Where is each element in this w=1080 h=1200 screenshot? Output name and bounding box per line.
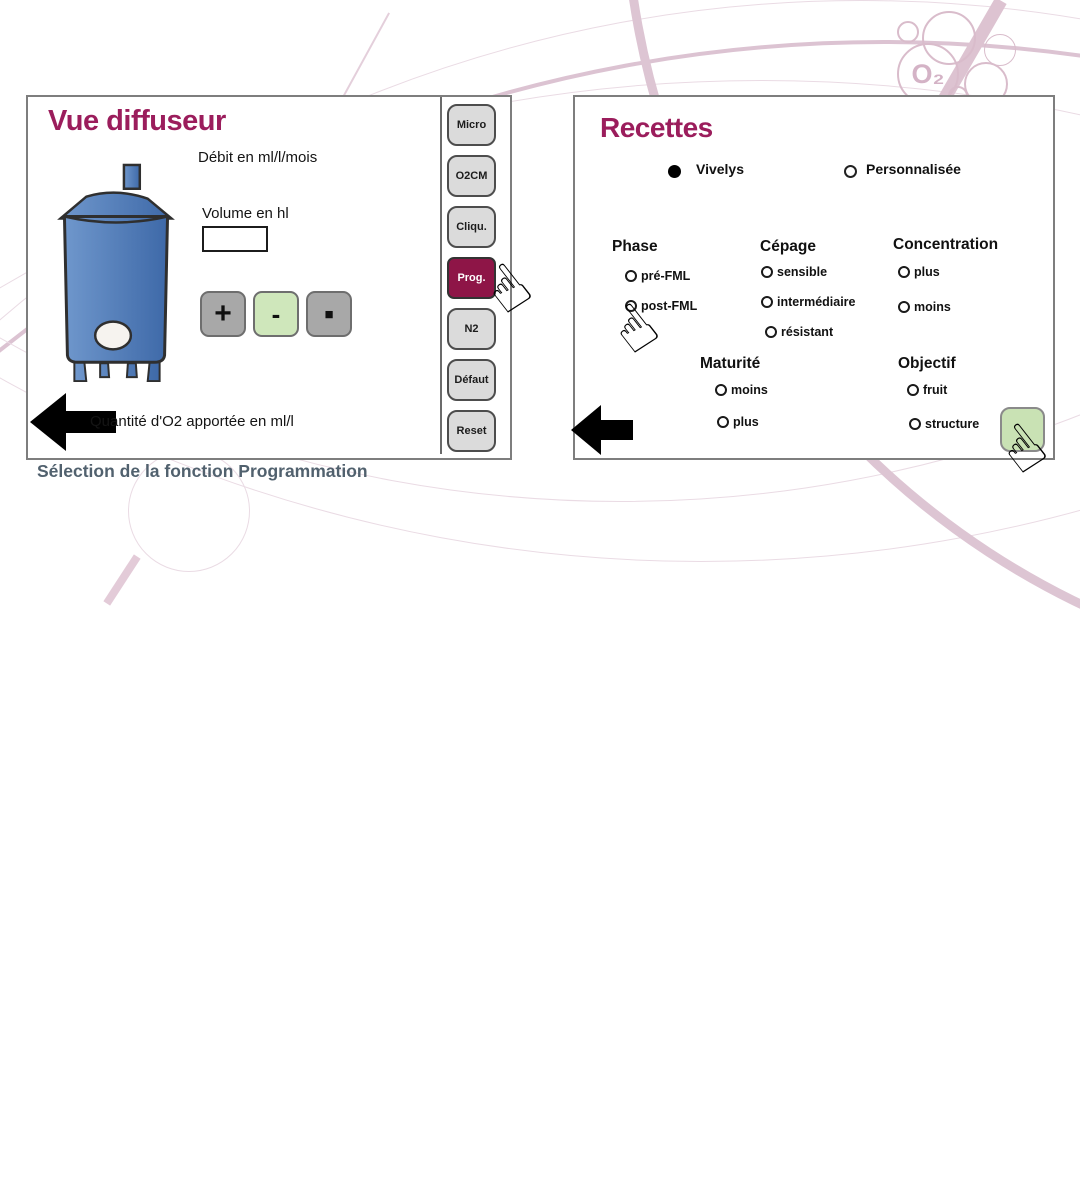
stop-button[interactable]: ■ (306, 291, 352, 337)
volume-label: Volume en hl (202, 205, 289, 222)
tank-illustration (57, 163, 175, 383)
option-label: pré-FML (641, 269, 691, 283)
page-title: Vue diffuseur (48, 105, 226, 137)
radio-option-structure[interactable]: structure (909, 417, 979, 431)
radio-option-intermediaire[interactable]: intermédiaire (761, 295, 856, 309)
sidebar-button-label: Prog. (457, 272, 486, 284)
option-label: post-FML (641, 299, 698, 313)
option-label: sensible (777, 265, 828, 279)
radio-option-pre-fml[interactable]: pré-FML (625, 269, 690, 283)
option-label: fruit (923, 383, 948, 397)
radio-icon (625, 300, 637, 312)
sidebar-button-label: N2 (464, 323, 479, 335)
o2-logo-bubble (984, 34, 1016, 66)
stop-icon: ■ (324, 305, 334, 323)
option-label: structure (925, 417, 980, 431)
radio-personnalisee[interactable] (844, 165, 857, 178)
validate-button[interactable] (1000, 407, 1045, 452)
radio-icon (907, 384, 919, 396)
sidebar-button-reset[interactable]: Reset (447, 410, 496, 452)
radio-icon (898, 266, 910, 278)
radio-option-sensible[interactable]: sensible (761, 265, 827, 279)
back-arrow-icon[interactable] (571, 405, 633, 455)
radio-personnalisee-label: Personnalisée (866, 161, 961, 177)
page-title: Recettes (600, 112, 713, 143)
group-header-cepage: Cépage (760, 238, 816, 255)
o2-logo-text: O₂ (911, 58, 945, 89)
group-header-objectif: Objectif (898, 355, 956, 372)
radio-vivelys-label: Vivelys (696, 161, 745, 177)
radio-option-mat-plus[interactable]: plus (717, 415, 759, 429)
radio-vivelys[interactable] (668, 165, 681, 178)
sidebar-button-label: Cliqu. (456, 221, 487, 233)
sidebar-button-label: O2CM (455, 170, 488, 182)
group-header-phase: Phase (612, 238, 658, 255)
sidebar-button-micro[interactable]: Micro (447, 104, 496, 146)
minus-icon: - (271, 299, 281, 329)
radio-option-post-fml[interactable]: post-FML (625, 299, 697, 313)
plus-icon: + (214, 297, 232, 330)
radio-option-mat-moins[interactable]: moins (715, 383, 768, 397)
option-label: moins (914, 300, 951, 314)
group-header-maturite: Maturité (700, 355, 761, 372)
option-label: plus (914, 265, 940, 279)
option-label: résistant (781, 325, 834, 339)
radio-option-conc-moins[interactable]: moins (898, 300, 951, 314)
volume-input[interactable] (202, 226, 268, 252)
flow-rate-label: Débit en ml/l/mois (198, 149, 318, 166)
sidebar-button-prog[interactable]: Prog. (447, 257, 496, 299)
increase-button[interactable]: + (200, 291, 246, 337)
sidebar-button-o2cm[interactable]: O2CM (447, 155, 496, 197)
radio-icon (765, 326, 777, 338)
option-label: plus (733, 415, 759, 429)
option-label: moins (731, 383, 768, 397)
o2-logo-bubble (897, 21, 919, 43)
sidebar-button-label: Défaut (454, 374, 489, 386)
sidebar-button-n2[interactable]: N2 (447, 308, 496, 350)
recipes-panel: Recettes Vivelys Personnalisée Phase pré… (571, 95, 1055, 460)
radio-option-conc-plus[interactable]: plus (898, 265, 940, 279)
figure-caption: Sélection de la fonction Programmation (37, 461, 368, 481)
radio-icon (625, 270, 637, 282)
sidebar-divider (440, 97, 442, 454)
radio-option-resistant[interactable]: résistant (765, 325, 833, 339)
diffuser-view-panel: Vue diffuseur Débit en ml/l/mois Volume … (26, 95, 512, 460)
sidebar-button-defaut[interactable]: Défaut (447, 359, 496, 401)
radio-icon (715, 384, 727, 396)
radio-option-fruit[interactable]: fruit (907, 383, 947, 397)
radio-icon (909, 418, 921, 430)
group-header-concentration: Concentration (893, 236, 999, 253)
decor-line (103, 554, 141, 606)
back-arrow-icon[interactable] (30, 393, 116, 451)
radio-icon (898, 301, 910, 313)
sidebar-button-label: Reset (456, 425, 487, 437)
sidebar-button-cliqu[interactable]: Cliqu. (447, 206, 496, 248)
o2-quantity-label: Quantité d'O2 apportée en ml/l (90, 413, 294, 430)
radio-icon (761, 266, 773, 278)
option-label: intermédiaire (777, 295, 856, 309)
radio-icon (717, 416, 729, 428)
decrease-button[interactable]: - (253, 291, 299, 337)
radio-icon (761, 296, 773, 308)
o2-logo-bubble (922, 11, 976, 65)
sidebar-button-label: Micro (456, 119, 487, 131)
